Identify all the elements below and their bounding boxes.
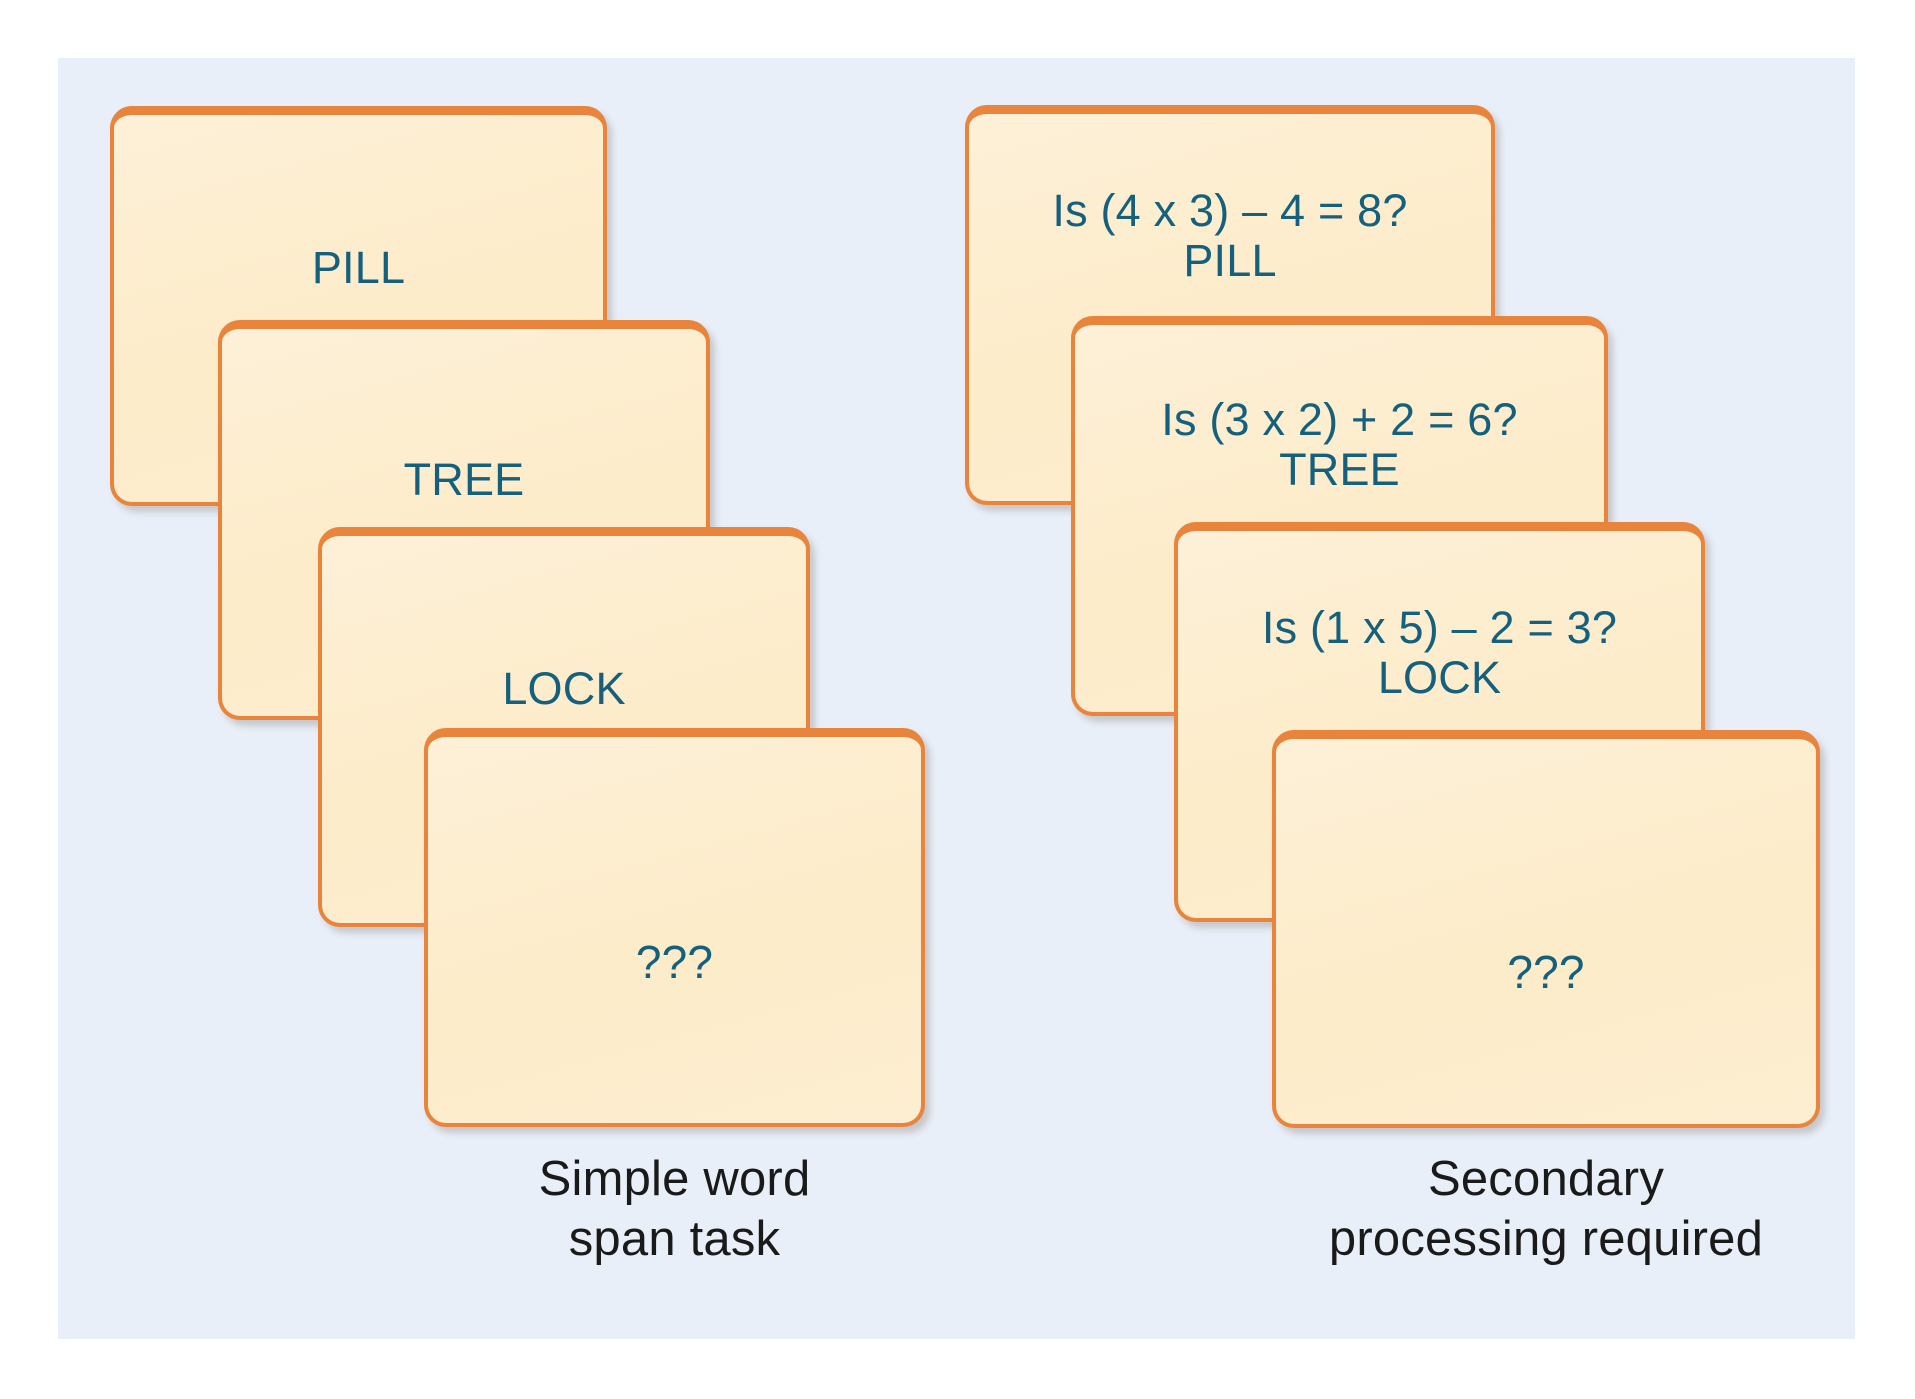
left-card-2-text: TREE	[403, 454, 525, 505]
right-stack-caption: Secondary processing required	[1328, 1152, 1764, 1266]
left-stack-caption: Simple word span task	[538, 1152, 811, 1266]
left-card-4-text: ???	[635, 936, 714, 988]
right-card-4-text: ???	[1507, 946, 1585, 998]
right-card-stack: Is (4 x 3) – 4 = 8? PILL Is (3 x 2) + 2 …	[58, 58, 1855, 1339]
left-card-4[interactable]: ???	[424, 728, 925, 1127]
left-card-1-text: PILL	[311, 242, 406, 293]
right-card-3-text: Is (1 x 5) – 2 = 3? LOCK	[1261, 602, 1618, 704]
right-card-1-text: Is (4 x 3) – 4 = 8? PILL	[1052, 185, 1408, 287]
left-card-1[interactable]: PILL	[110, 106, 607, 506]
left-card-stack: PILL TREE LOCK ??? Simple word span task	[58, 58, 1855, 1339]
diagram-panel: PILL TREE LOCK ??? Simple word span task…	[58, 58, 1855, 1339]
left-card-3-text: LOCK	[502, 663, 626, 714]
right-card-4[interactable]: ???	[1272, 730, 1820, 1128]
right-card-2-text: Is (3 x 2) + 2 = 6? TREE	[1161, 394, 1518, 496]
